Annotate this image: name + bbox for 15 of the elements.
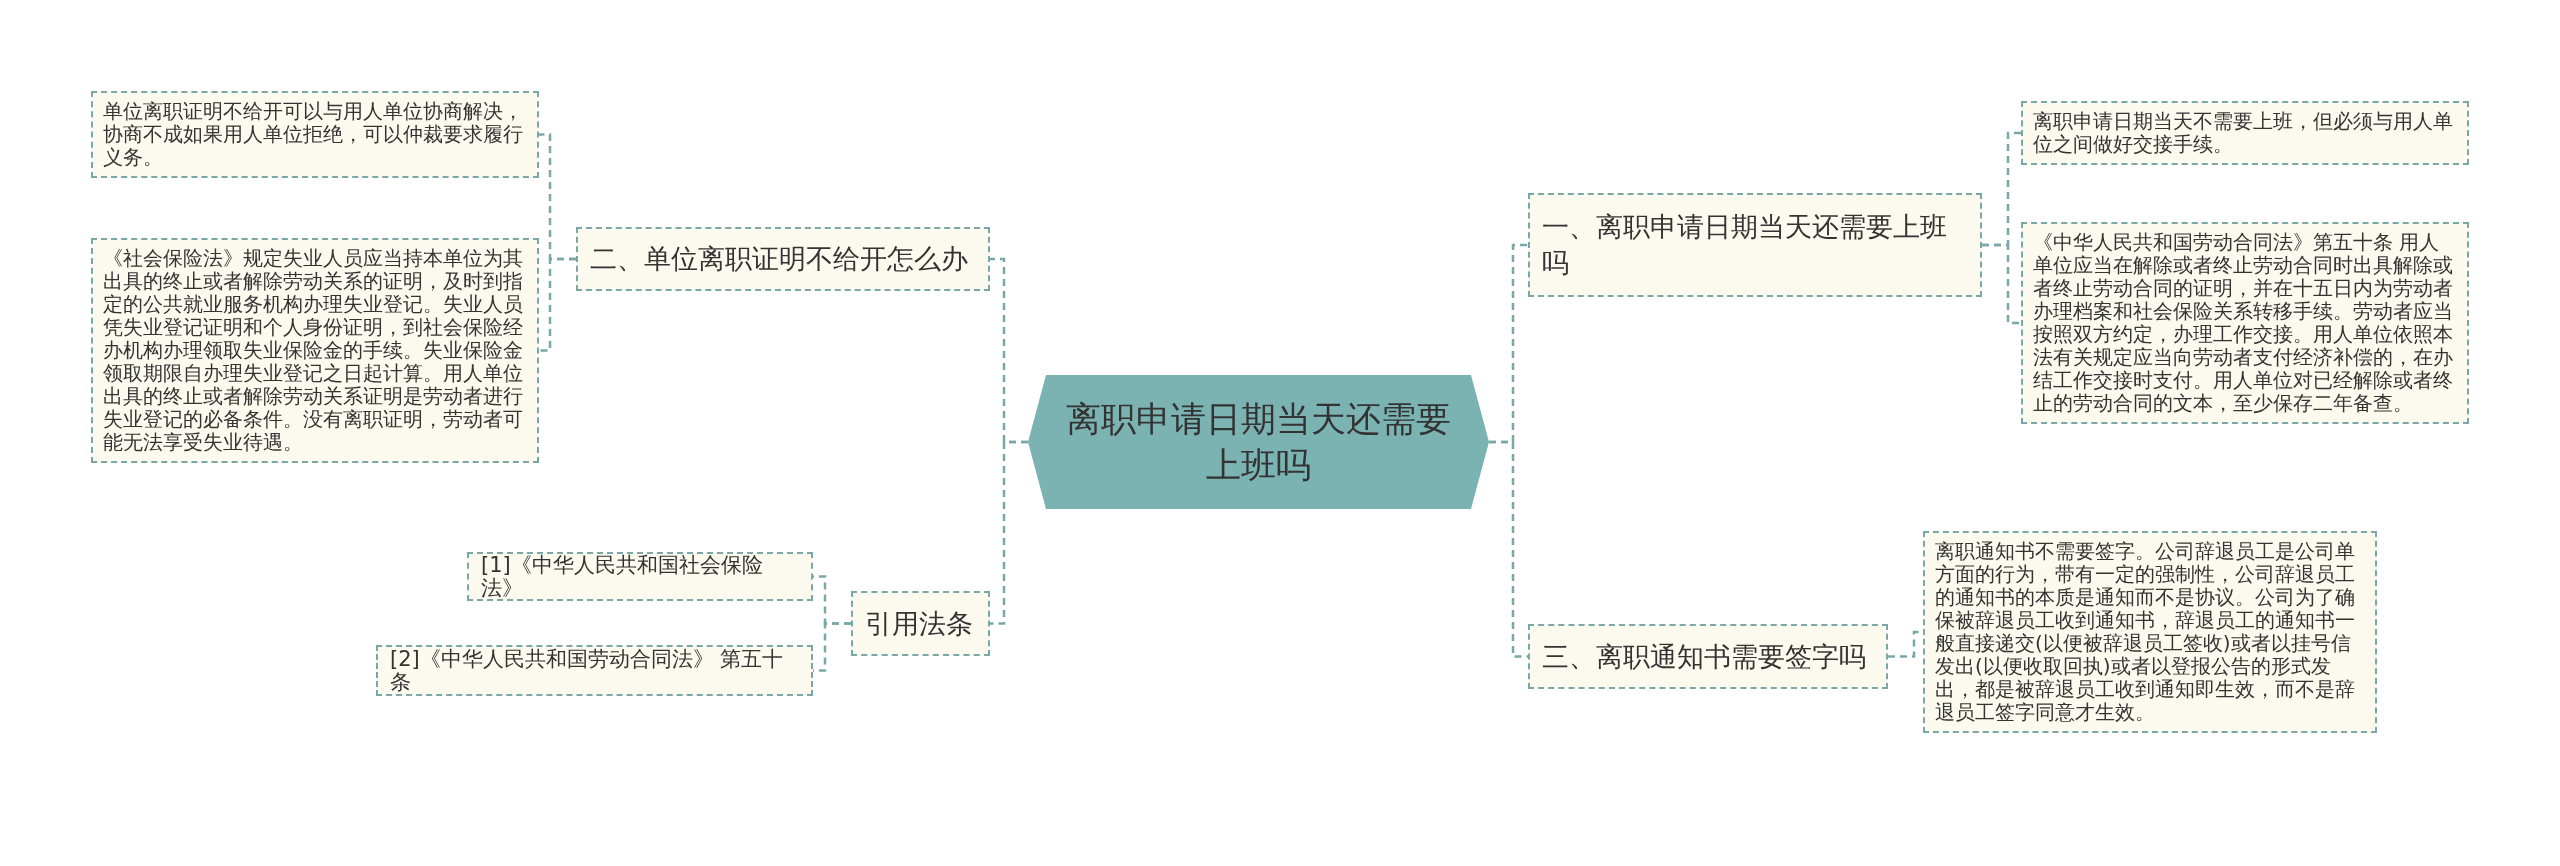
connector-line xyxy=(1982,243,2021,325)
topic-box: 引用法条 xyxy=(851,591,990,656)
connector-line xyxy=(990,440,1028,625)
text-box: 离职申请日期当天不需要上班，但必须与用人单位之间做好交接手续。 xyxy=(2021,101,2469,165)
text-box: 离职通知书不需要签字。公司辞退员工是公司单方面的行为，带有一定的强制性，公司辞退员工的通知书的本质是通知而不是协议。公司为了确保被辞退员工收到通知书，辞退员工的通知书一般直接递交(以便被辞退员工签收)或者以挂号信发出(以便收取回执)或者以登报公告的形式发出，都是被辞退员工收到通知即生效，而不是辞退员工签字同意才生效。 xyxy=(1923,531,2377,733)
text-box: [2]《中华人民共和国劳动合同法》 第五十条 xyxy=(376,645,813,696)
text-box: 《中华人民共和国劳动合同法》第五十条 用人单位应当在解除或者终止劳动合同时出具解除或者终止劳动合同的证明，并在十五日内为劳动者办理档案和社会保险关系转移手续。劳动者应当按照双方约定，办理工作交接。用人单位依照本法有关规定应当向劳动者支付经济补偿的，在办结工作交接时支付。用人单位对已经解除或者终止的劳动合同的文本，至少保存二年备查。 xyxy=(2021,222,2469,424)
topic-box: 三、离职通知书需要签字吗 xyxy=(1528,624,1888,689)
topic-box: 一、离职申请日期当天还需要上班吗 xyxy=(1528,193,1982,297)
topic-box: 二、单位离职证明不给开怎么办 xyxy=(576,227,990,291)
connector-line xyxy=(1489,440,1528,658)
connector-line xyxy=(539,257,576,352)
text-box: 《社会保险法》规定失业人员应当持本单位为其出具的终止或者解除劳动关系的证明，及时到指定的公共就业服务机构办理失业登记。失业人员凭失业登记证明和个人身份证明，到社会保险经办机构办理领取失业保险金的手续。失业保险金领取期限自办理失业登记之日起计算。用人单位出具的终止或者解除劳动关系证明是劳动者进行失业登记的必备条件。没有离职证明，劳动者可能无法享受失业待遇。 xyxy=(91,238,539,463)
text-box: 单位离职证明不给开可以与用人单位协商解决，协商不成如果用人单位拒绝，可以仲裁要求履行义务。 xyxy=(91,91,539,178)
text-box: [1]《中华人民共和国社会保险法》 xyxy=(467,552,813,601)
